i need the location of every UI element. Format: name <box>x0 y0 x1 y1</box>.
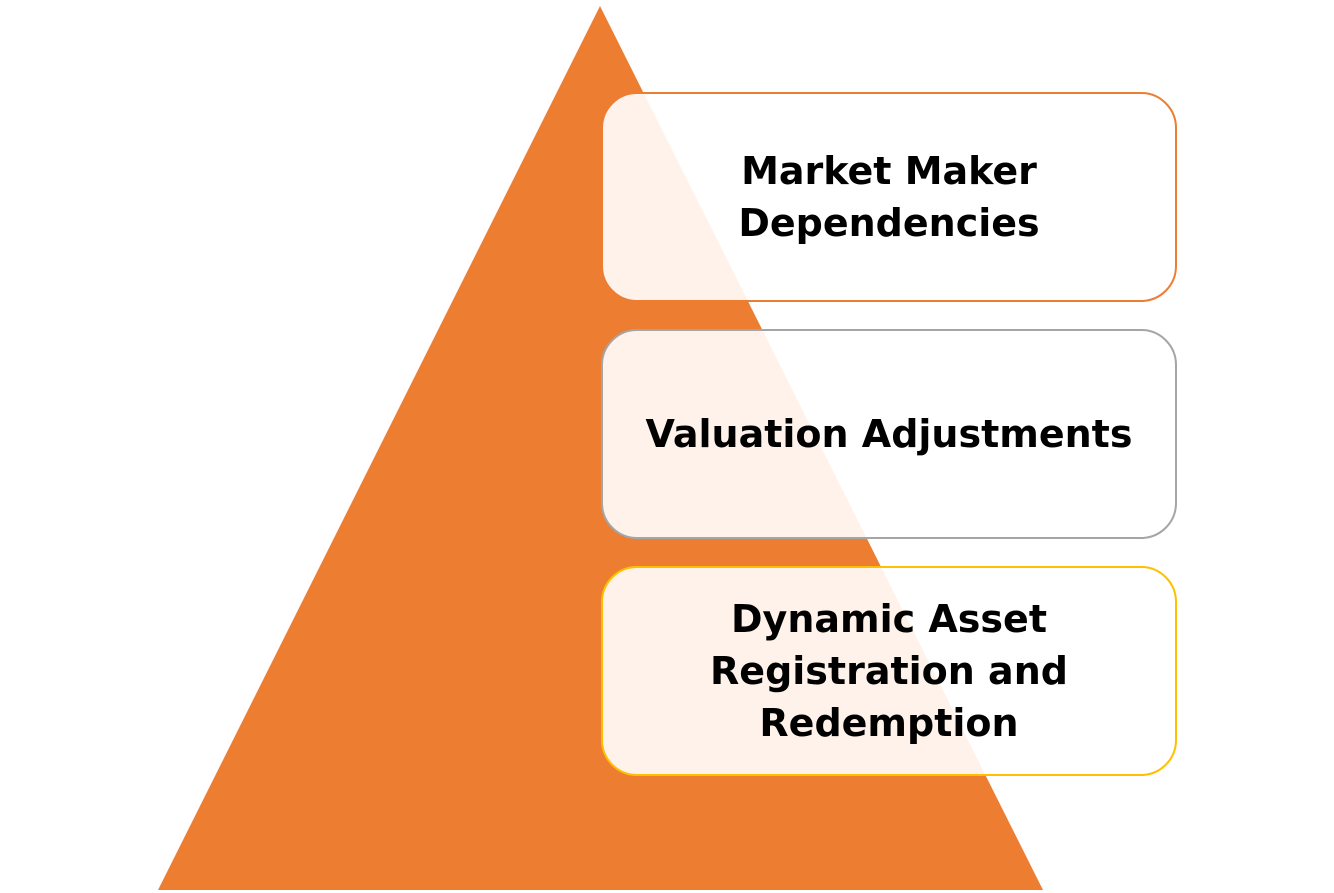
level-box-valuation-adjustments: Valuation Adjustments <box>601 329 1177 539</box>
level-label: Valuation Adjustments <box>645 412 1133 456</box>
level-box-dynamic-asset-registration: Dynamic Asset Registration and Redemptio… <box>601 566 1177 776</box>
level-label: Market Maker Dependencies <box>738 149 1040 245</box>
level-box-market-maker-dependencies: Market Maker Dependencies <box>601 92 1177 302</box>
level-label: Dynamic Asset Registration and Redemptio… <box>710 597 1068 745</box>
